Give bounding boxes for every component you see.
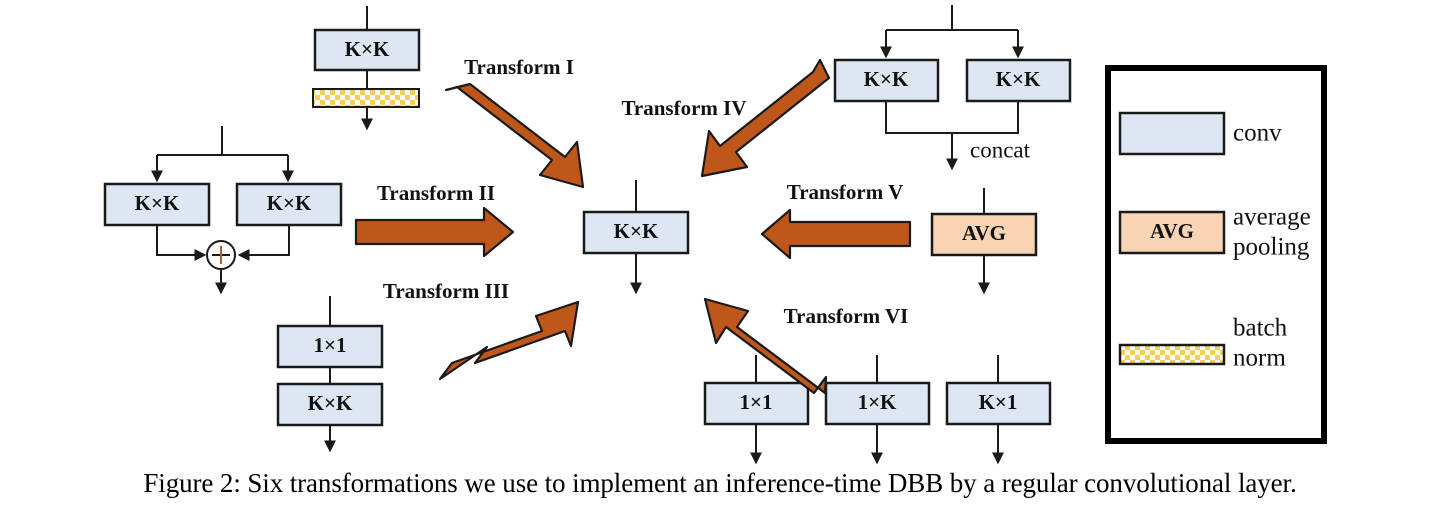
- conv-box-transform6-a-label: 1×1: [740, 390, 773, 414]
- transform-3-arrow: [438, 300, 580, 381]
- transform-6-source-group: 1×1 1×K K×1: [703, 355, 1052, 465]
- transform-4-arrow: [700, 58, 831, 178]
- transform-6-label: Transform VI: [784, 304, 909, 328]
- conv-box-transform3-bottom-label: K×K: [308, 391, 353, 415]
- legend-swatch-avg-text: AVG: [1150, 219, 1194, 243]
- batchnorm-box-transform1[interactable]: [312, 88, 420, 108]
- legend-swatch-avg: [1118, 210, 1226, 255]
- transform-1-label: Transform I: [464, 55, 574, 79]
- transform-1-source-group: K×K: [312, 6, 421, 131]
- conv-box-transform6-b[interactable]: [824, 381, 931, 426]
- transform-4-source-group: K×K K×K concat: [833, 5, 1072, 171]
- conv-box-transform2-left[interactable]: [103, 182, 211, 227]
- transform-2-label: Transform II: [377, 181, 495, 205]
- conv-box-center[interactable]: [582, 210, 690, 255]
- legend-label-batchnorm-line2: norm: [1233, 345, 1286, 372]
- legend-label-conv: conv: [1233, 120, 1282, 147]
- transform-6-arrow: [703, 297, 828, 395]
- conv-box-transform6-b-label: 1×K: [858, 390, 897, 414]
- conv-box-transform2-left-label: K×K: [135, 191, 180, 215]
- transform-3-label: Transform III: [383, 279, 509, 303]
- legend-label-avg-line2: pooling: [1233, 234, 1310, 261]
- conv-box-transform6-c[interactable]: [945, 381, 1052, 426]
- conv-box-transform3-top-label: 1×1: [314, 333, 347, 357]
- transform-5-source-group: AVG: [930, 188, 1038, 295]
- avg-pool-box-transform5-label: AVG: [962, 221, 1006, 245]
- conv-box-transform4-right-label: K×K: [996, 67, 1041, 91]
- legend-label-avg-line1: average: [1233, 204, 1311, 231]
- conv-box-transform2-right[interactable]: [235, 182, 343, 227]
- concat-label: concat: [970, 137, 1031, 162]
- edge-right-to-add-transform2: [237, 225, 290, 261]
- edge-concat-bus-transform4: [885, 101, 1019, 134]
- transform-3-source-group: 1×1 K×K: [276, 296, 384, 453]
- conv-box-transform4-right[interactable]: [965, 58, 1072, 103]
- figure-caption: Figure 2: Six transformations we use to …: [143, 468, 1297, 498]
- transform-1-arrow: [444, 82, 585, 189]
- conv-box-center-label: K×K: [614, 219, 659, 243]
- conv-box-transform3-top[interactable]: [276, 324, 384, 369]
- conv-box-transform4-left-label: K×K: [864, 67, 909, 91]
- transform-2-arrow: [354, 206, 515, 258]
- conv-box-transform2-right-label: K×K: [267, 191, 312, 215]
- conv-box-transform1-label: K×K: [345, 37, 390, 61]
- legend-swatch-batchnorm: [1118, 343, 1226, 366]
- edge-left-to-add-transform2: [156, 225, 207, 261]
- conv-box-transform6-c-label: K×1: [979, 390, 1018, 414]
- legend-label-batchnorm-line1: batch: [1233, 315, 1288, 342]
- transform-2-source-group: K×K K×K: [103, 126, 343, 295]
- transform-5-label: Transform V: [787, 180, 903, 204]
- legend-swatch-conv: [1118, 111, 1226, 156]
- transform-5-arrow: [760, 208, 912, 260]
- center-result-group: K×K: [582, 180, 690, 295]
- transform-4-label: Transform IV: [621, 96, 746, 120]
- legend-panel: conv AVG average pooling batch norm: [1105, 65, 1327, 444]
